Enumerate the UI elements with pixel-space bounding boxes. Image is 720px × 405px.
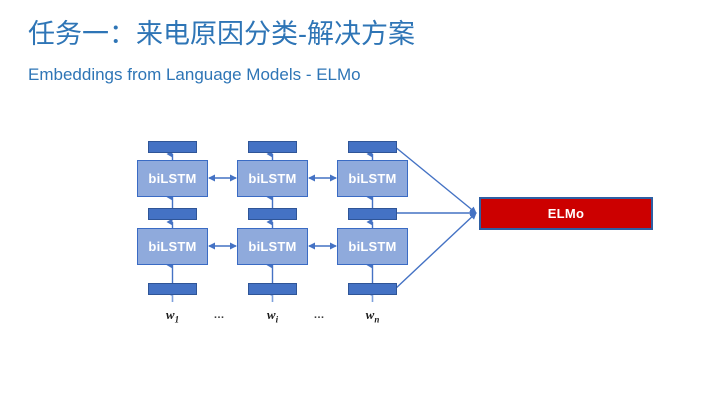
lstm-cell-label: biLSTM	[348, 171, 397, 186]
input-token-label-3: wn	[352, 307, 393, 325]
lstm-cell-layer1-col2[interactable]: biLSTM	[237, 228, 308, 265]
lstm-cell-label: biLSTM	[248, 239, 297, 254]
hidden-state-bar-mid-1	[148, 208, 197, 220]
elmo-output-label: ELMo	[547, 206, 585, 221]
page-subtitle: Embeddings from Language Models - ELMo	[28, 65, 361, 84]
ellipsis-label-2: …	[313, 309, 325, 321]
lstm-cell-label: biLSTM	[248, 171, 297, 186]
hidden-state-bar-top-3	[348, 141, 397, 153]
input-token-label-2: wi	[252, 307, 293, 325]
input-token-subscript: i	[275, 314, 279, 325]
hidden-state-bar-mid-2	[248, 208, 297, 220]
lstm-cell-layer2-col1[interactable]: biLSTM	[137, 160, 208, 197]
hidden-state-bar-top-1	[148, 141, 197, 153]
input-embedding-bar-1	[148, 283, 197, 295]
lstm-cell-label: biLSTM	[148, 239, 197, 254]
input-embedding-bar-3	[348, 283, 397, 295]
input-token-subscript: 1	[174, 314, 180, 325]
input-token-base: w	[266, 307, 276, 322]
elmo-output-box[interactable]: ELMo	[479, 197, 653, 230]
input-embedding-bar-2	[248, 283, 297, 295]
page-title: 任务一：来电原因分类-解决方案	[28, 19, 415, 49]
lstm-cell-layer2-col2[interactable]: biLSTM	[237, 160, 308, 197]
lstm-cell-layer2-col3[interactable]: biLSTM	[337, 160, 408, 197]
input-token-base: w	[165, 307, 175, 322]
lstm-cell-label: biLSTM	[348, 239, 397, 254]
ellipsis-label-1: …	[213, 309, 225, 321]
lstm-cell-layer1-col1[interactable]: biLSTM	[137, 228, 208, 265]
lstm-cell-label: biLSTM	[148, 171, 197, 186]
input-token-subscript: n	[374, 314, 380, 325]
lstm-cell-layer1-col3[interactable]: biLSTM	[337, 228, 408, 265]
hidden-state-bar-top-2	[248, 141, 297, 153]
hidden-state-bar-mid-3	[348, 208, 397, 220]
input-token-base: w	[365, 307, 375, 322]
input-token-label-1: w1	[152, 307, 193, 325]
